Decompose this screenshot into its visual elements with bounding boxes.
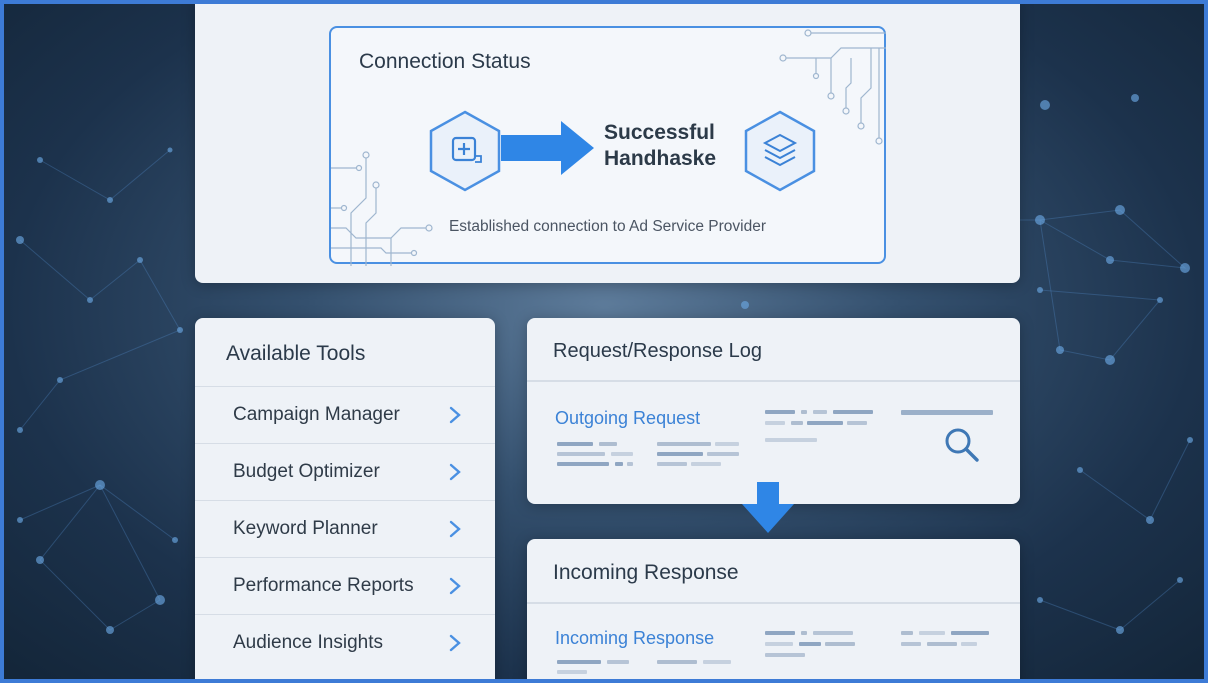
log-title: Request/Response Log: [553, 340, 763, 362]
tool-item-audience-insights[interactable]: Audience Insights: [195, 614, 495, 671]
tool-item-performance-reports[interactable]: Performance Reports: [195, 557, 495, 614]
response-divider: [527, 602, 1020, 604]
available-tools-card: Available Tools Campaign Manager Budget …: [195, 318, 495, 683]
connection-status-title: Connection Status: [359, 50, 531, 73]
connection-status-panel: Connection Status: [329, 26, 886, 266]
chevron-right-icon: [449, 577, 461, 595]
log-divider: [527, 380, 1020, 382]
chevron-right-icon: [449, 520, 461, 538]
chevron-right-icon: [449, 406, 461, 424]
chevron-right-icon: [449, 634, 461, 652]
tool-item-label: Campaign Manager: [233, 404, 400, 425]
incoming-response-card: Incoming Response Incoming Response: [527, 539, 1020, 683]
client-hexagon-icon: [429, 110, 501, 192]
down-arrow-icon: [742, 482, 794, 533]
handshake-status-line1: Successful: [604, 121, 715, 144]
tool-item-label: Audience Insights: [233, 632, 383, 653]
server-hexagon-icon: [744, 110, 816, 192]
connection-status-card: Connection Status: [195, 0, 1020, 283]
available-tools-title: Available Tools: [226, 342, 366, 365]
incoming-response-label[interactable]: Incoming Response: [555, 628, 715, 648]
chevron-right-icon: [449, 463, 461, 481]
request-response-log-card: Request/Response Log Outgoing Request: [527, 318, 1020, 504]
tool-item-budget-optimizer[interactable]: Budget Optimizer: [195, 443, 495, 500]
tools-list: Campaign Manager Budget Optimizer Keywor…: [195, 386, 495, 671]
circuit-decoration-bottom-left: [331, 151, 433, 266]
connection-description: Established connection to Ad Service Pro…: [448, 218, 767, 235]
tool-item-keyword-planner[interactable]: Keyword Planner: [195, 500, 495, 557]
tool-item-label: Keyword Planner: [233, 518, 378, 539]
connection-arrow-icon: [501, 121, 594, 175]
handshake-status: Successful Handhaske: [604, 120, 764, 172]
tool-item-label: Budget Optimizer: [233, 461, 380, 482]
tool-item-campaign-manager[interactable]: Campaign Manager: [195, 386, 495, 443]
handshake-status-line2: Handhaske: [604, 147, 717, 170]
incoming-response-title: Incoming Response: [553, 561, 739, 584]
tool-item-label: Performance Reports: [233, 575, 414, 596]
outgoing-request-label[interactable]: Outgoing Request: [555, 408, 701, 428]
circuit-decoration-top-right: [779, 29, 886, 145]
search-icon[interactable]: [943, 426, 981, 464]
